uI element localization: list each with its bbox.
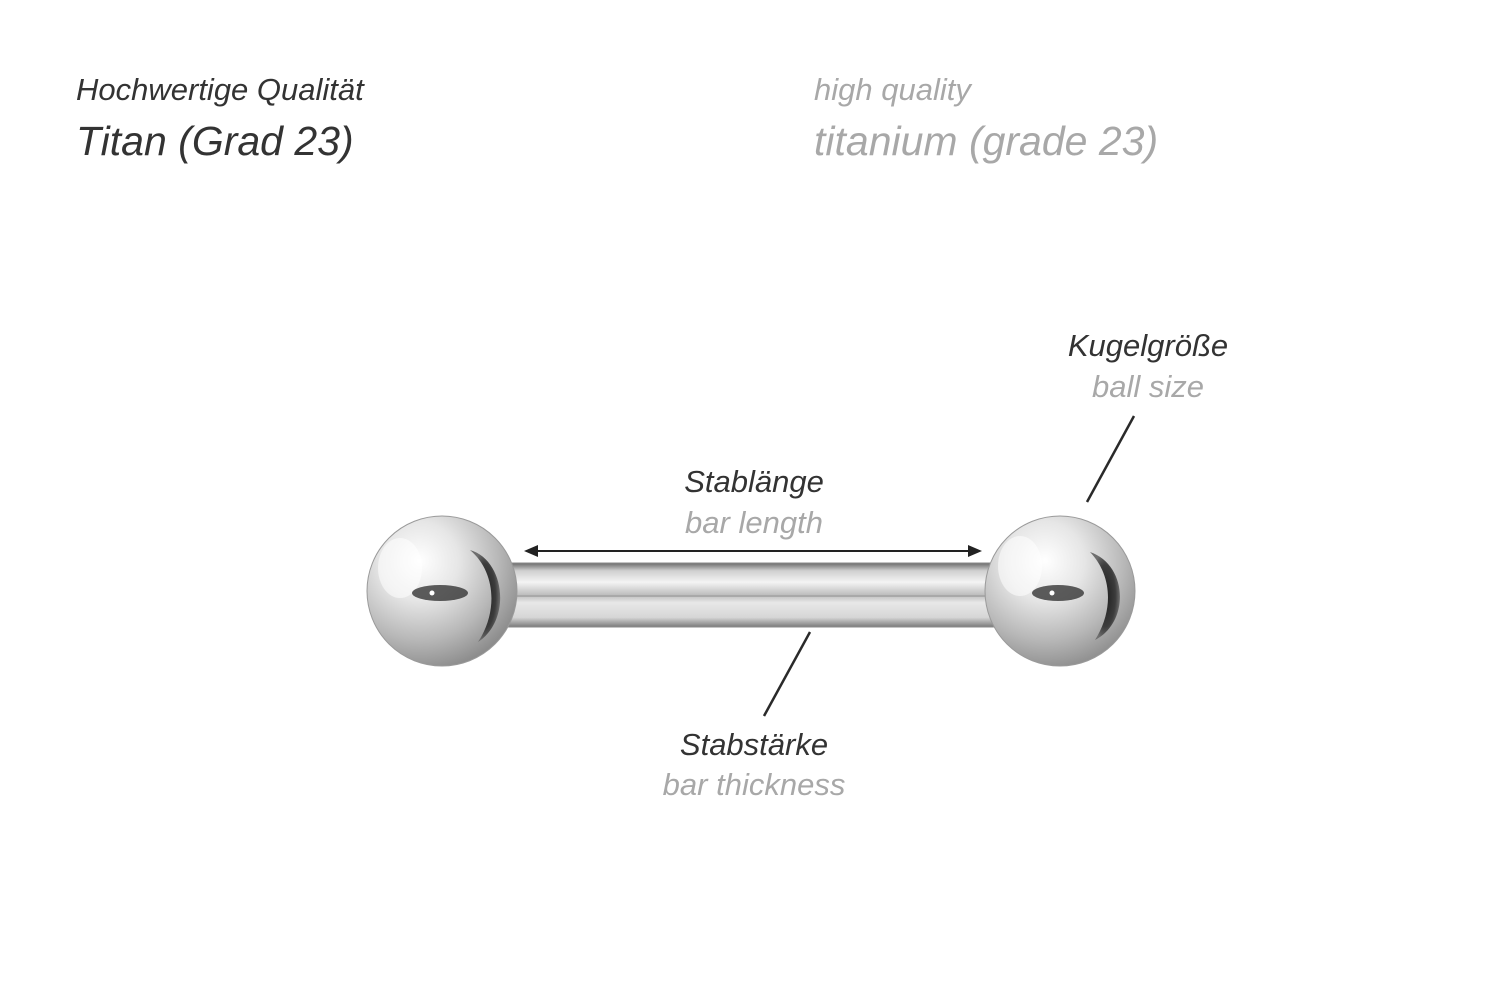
bar-length-label-de: Stablänge [684, 464, 824, 499]
right-ball [984, 515, 1136, 667]
ball-size-leader [1085, 415, 1136, 503]
ball-size-label-de: Kugelgröße [1067, 328, 1229, 363]
material-label-de: Titan (Grad 23) [76, 118, 354, 164]
ball-size-label-en: ball size [1092, 369, 1204, 404]
double-arrow-icon [524, 545, 982, 557]
left-ball [366, 515, 518, 667]
bar-length-label-en: bar length [685, 505, 823, 540]
quality-label-en: high quality [814, 72, 971, 107]
bar-thickness-label-en: bar thickness [662, 767, 846, 802]
quality-label-de: Hochwertige Qualität [76, 72, 364, 107]
bar-thickness-leader [762, 631, 812, 717]
bar [507, 562, 995, 628]
material-label-en: titanium (grade 23) [814, 118, 1159, 164]
bar-thickness-label-de: Stabstärke [679, 727, 829, 762]
